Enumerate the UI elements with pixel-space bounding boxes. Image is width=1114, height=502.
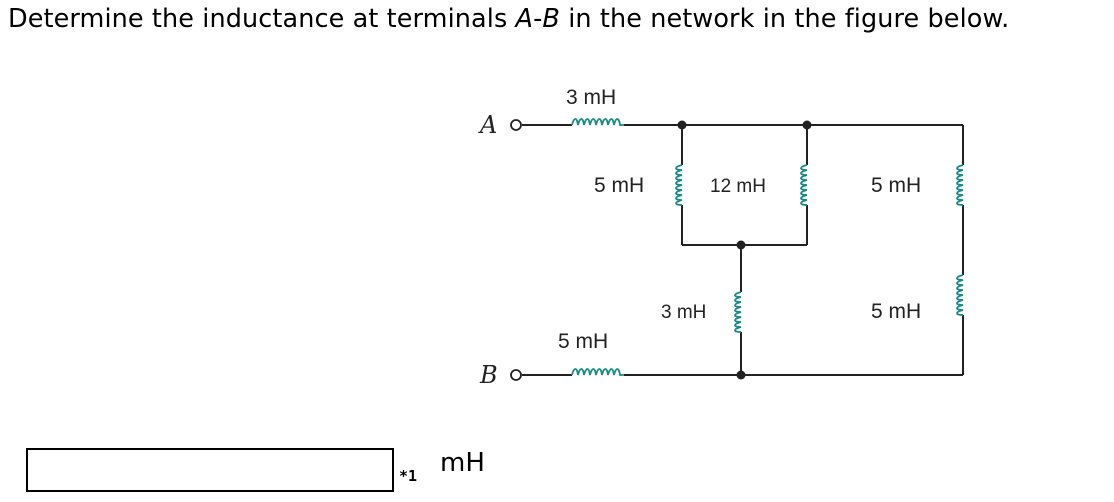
inductor-label-mid-vertical: 12 mH [710,176,766,197]
answer-input[interactable] [26,448,394,492]
junction-node [802,120,812,130]
inductor-coil-right-bottom [956,274,964,316]
question-part2: in the network in the figure below. [560,4,1010,34]
junction-node [736,240,746,250]
inductor-label-right-bottom: 5 mH [871,300,921,323]
inductor-label-top: 3 mH [566,86,616,109]
circuit-diagram: A B 3 mH 5 mH 12 mH 5 mH 3 mH 5 mH 5 mH [478,86,964,389]
question-dash: - [533,4,543,34]
inductor-coil-right-top [956,164,964,206]
inductor-coil-mid-vertical [800,164,808,206]
answer-unit: mH [440,448,485,478]
terminal-b-text: B [542,4,561,34]
terminal-a-label: A [478,111,497,139]
terminal-a-node [510,119,522,131]
terminal-a-text: A [515,4,534,34]
question-text: Determine the inductance at terminals A-… [8,4,1009,34]
inductor-label-left-vertical: 5 mH [594,174,644,197]
inductor-label-center-lower: 3 mH [661,302,706,323]
inductor-coil-left-vertical [675,164,683,206]
inductor-coil-top [571,118,624,126]
inductor-label-bottom: 5 mH [558,330,608,353]
inductor-label-right-top: 5 mH [871,174,921,197]
inductor-coil-center-lower [734,291,742,333]
junction-node [736,370,746,380]
question-part1: Determine the inductance at terminals [8,4,516,34]
junction-node [677,120,687,130]
inductor-coil-bottom [571,368,624,376]
terminal-b-label: B [479,361,498,389]
required-marker: *1 [399,467,418,485]
terminal-b-node [510,369,522,381]
